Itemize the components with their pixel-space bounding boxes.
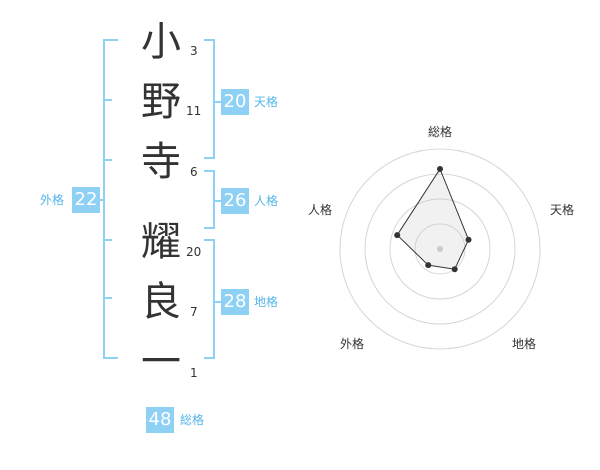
chikaku-label: 地格	[254, 295, 279, 309]
radar-label-jinkaku: 人格	[307, 203, 332, 217]
radar-point-3	[451, 266, 458, 273]
soukaku-value: 48	[146, 407, 174, 433]
radar-polygon	[396, 167, 470, 270]
radar-label-gaikaku: 外格	[339, 337, 364, 351]
radar-label-soukaku: 総格	[427, 125, 452, 139]
name-char-6: 一	[141, 339, 181, 385]
radar-label-tenkaku: 天格	[549, 203, 574, 217]
radar-center	[437, 246, 443, 252]
stroke-count-6: 1	[190, 366, 198, 380]
name-char-5: 良	[141, 279, 181, 325]
tenkaku-label: 天格	[254, 95, 279, 109]
stroke-count-2: 11	[186, 104, 202, 118]
name-char-4: 耀	[141, 219, 181, 265]
stroke-count-4: 20	[186, 245, 202, 259]
stroke-count-3: 6	[190, 165, 198, 179]
jinkaku-label: 人格	[254, 194, 279, 208]
radar-ring	[339, 148, 541, 350]
jinkaku-bracket	[204, 170, 222, 229]
name-char-3: 寺	[141, 139, 181, 185]
name-char-1: 小	[141, 19, 181, 65]
chikaku-bracket	[204, 239, 222, 359]
radar-ring	[364, 173, 516, 325]
soukaku-label: 総格	[180, 413, 205, 427]
stroke-count-1: 3	[190, 44, 198, 58]
radar-ring	[414, 223, 466, 275]
tenkaku-value: 20	[221, 89, 249, 115]
name-char-2: 野	[141, 79, 181, 125]
radar-ring	[389, 198, 491, 300]
radar-point-1	[437, 166, 443, 172]
stroke-count-5: 7	[190, 305, 198, 319]
radar-points	[394, 166, 472, 273]
gaikaku-label: 外格	[40, 193, 65, 207]
tenkaku-bracket	[204, 39, 222, 159]
radar-label-chikaku: 地格	[511, 337, 536, 351]
radar-point-2	[465, 236, 472, 243]
radar-rings	[339, 148, 541, 350]
radar-point-4	[425, 262, 432, 269]
jinkaku-value: 26	[221, 188, 249, 214]
chikaku-value: 28	[221, 289, 249, 315]
radar-point-5	[394, 232, 401, 239]
radar-chart	[339, 148, 541, 350]
gaikaku-value: 22	[72, 187, 100, 213]
